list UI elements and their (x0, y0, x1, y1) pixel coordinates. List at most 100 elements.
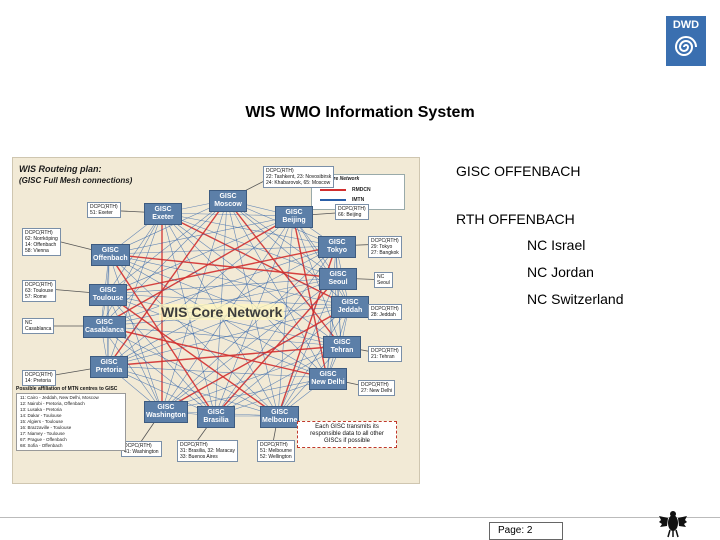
mesh-link (100, 325, 279, 417)
gisc-node-label: Tehran (330, 347, 354, 354)
mesh-link (108, 253, 338, 279)
rth-offenbach-label: RTH OFFENBACH (456, 211, 575, 227)
mesh-link (106, 293, 350, 307)
legend-line-rmdcn (320, 189, 346, 191)
gisc-node-label: Washington (146, 412, 186, 419)
page-number-box: Page: 2 (489, 522, 563, 540)
mesh-link (108, 253, 342, 347)
mesh-link (100, 215, 294, 327)
rth-box: NC Casablanca (22, 318, 55, 334)
footer-divider (0, 517, 720, 518)
mesh-link (161, 377, 328, 412)
transmission-note: Each GISC transmits its responsible data… (297, 421, 397, 448)
gisc-node-label: Pretoria (95, 367, 123, 374)
gisc-offenbach-label: GISC OFFENBACH (456, 163, 581, 179)
list-item: 68: Sofia - Offenbach (20, 443, 63, 448)
mesh-link (106, 293, 163, 412)
gisc-node-label: Beijing (282, 217, 306, 224)
rth-box: DCPC(RTH) 27: New Delhi (358, 380, 396, 396)
mesh-link (226, 199, 338, 279)
slide-title: WIS WMO Information System (245, 104, 475, 121)
mesh-link (161, 212, 337, 247)
gisc-node-label: GISC (285, 209, 303, 216)
mesh-link (214, 245, 337, 417)
gisc-node-label: Toulouse (92, 295, 124, 302)
mesh-link (107, 253, 110, 367)
gisc-node-label: New Delhi (311, 379, 345, 386)
gisc-node-label: Jeddah (337, 307, 363, 314)
nc-israel-label: NC Israel (527, 237, 586, 253)
gisc-node-label: GISC (207, 409, 225, 416)
spiral-icon (674, 36, 697, 56)
rth-box: DCPC(RTH) 22: Tashkent, 23: Novosibirsk … (263, 166, 335, 188)
rth-box: DCPC(RTH) 29: Tokyo 27: Bangkok (368, 236, 402, 258)
rth-box: DCPC(RTH) 63: Toulouse 57: Rome (22, 280, 57, 302)
rth-box: DCPC(RTH) 51: Melbourne 52: Wellington (257, 440, 295, 462)
list-item: 16: Brazzaville - Toulouse (20, 425, 72, 430)
mesh-link (107, 277, 338, 367)
dwd-logo: DWD (666, 16, 706, 66)
mesh-link (106, 277, 338, 295)
mesh-link (107, 215, 294, 367)
mesh-link (277, 215, 294, 417)
gisc-node-label: GISC (328, 239, 346, 246)
mesh-link (107, 305, 350, 367)
mesh-link (100, 325, 163, 412)
mesh-link (106, 293, 216, 417)
mesh-link (161, 245, 337, 412)
gisc-node-label: GISC (341, 299, 359, 306)
list-item: 15: Algiers - Toulouse (20, 419, 63, 424)
gisc-node-label: GISC (100, 359, 118, 366)
gisc-node-label: GISC (329, 271, 347, 278)
list-item: 17: Niamey - Toulouse (20, 431, 65, 436)
list-item: 13: Lusaka - Pretoria (20, 407, 62, 412)
mesh-link (161, 305, 350, 412)
affiliation-panel: Possible affiliation of MTN centres to G… (16, 386, 126, 451)
rth-box: DCPC(RTH) 41: Washington (121, 441, 162, 457)
mesh-link (161, 212, 350, 307)
page-number: Page: 2 (498, 525, 533, 536)
mesh-link (161, 212, 294, 217)
mesh-link (292, 215, 328, 379)
mesh-link (106, 293, 342, 347)
mesh-link (108, 215, 294, 255)
mesh-link (326, 277, 338, 379)
rth-box: DCPC(RTH) 14: Pretoria (22, 370, 56, 386)
federal-eagle-icon (659, 511, 687, 538)
gisc-node-label: GISC (99, 287, 117, 294)
gisc-node-label: GISC (154, 206, 172, 213)
rth-box: DCPC(RTH) 66: Beijing (335, 204, 369, 220)
gisc-node-label: Moscow (214, 201, 242, 208)
mesh-link (161, 345, 342, 412)
mesh-link (108, 245, 337, 255)
diagram-heading: WIS Routeing plan: (19, 164, 102, 174)
core-network-label: WIS Core Network (159, 304, 285, 320)
mesh-link (106, 215, 294, 295)
diagram-subheading: (GISC Full Mesh connections) (19, 176, 133, 185)
mesh-link (106, 245, 337, 295)
mesh-link (100, 325, 328, 379)
gisc-node-label: Offenbach (93, 255, 128, 262)
mesh-link (161, 212, 328, 379)
rth-box: DCPC(RTH) 28: Jeddah (368, 304, 402, 320)
dwd-logo-text: DWD (672, 19, 700, 31)
gisc-node-label: Seoul (328, 279, 348, 286)
rth-box: DCPC(RTH) 21: Tehran (368, 346, 402, 362)
mesh-link (292, 215, 350, 307)
gisc-node-label: GISC (157, 404, 175, 411)
mesh-link (108, 253, 216, 417)
mesh-link (161, 212, 338, 279)
nc-switzerland-label: NC Switzerland (527, 291, 624, 307)
rth-box: DCPC(RTH) 31: Brasilia, 32: Maracay 33: … (177, 440, 239, 462)
mesh-link (292, 215, 342, 347)
mesh-link (106, 293, 279, 417)
gisc-node-label: GISC (95, 319, 114, 326)
list-item: 12: Nairobi - Pretoria, Offenbach (20, 401, 85, 406)
